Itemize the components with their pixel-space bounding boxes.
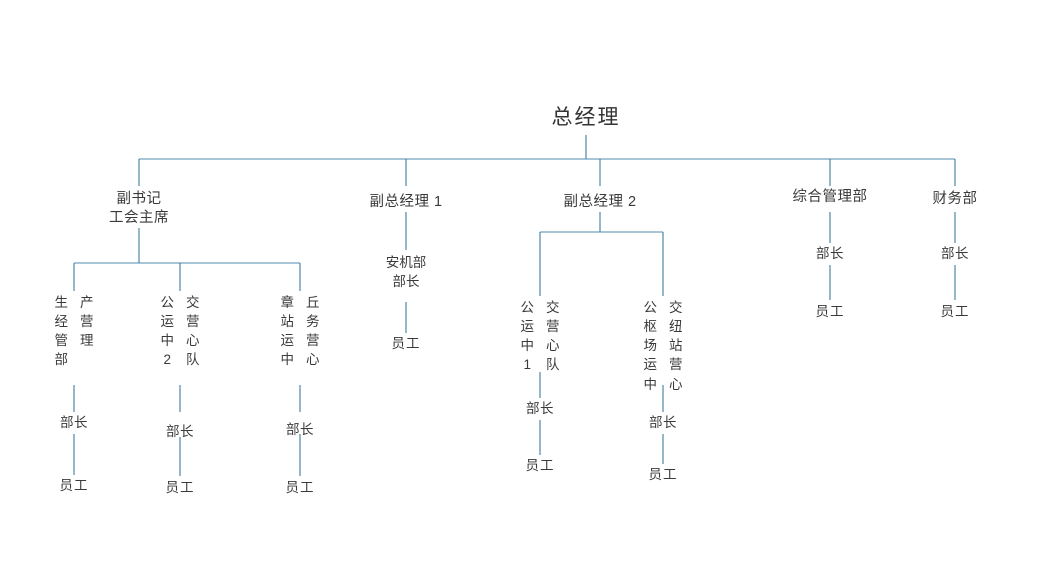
char: 理 [80,333,94,349]
node-production-staff[interactable]: 员工 [59,478,89,493]
char: 营 [186,314,200,330]
node-general-admin-staff[interactable]: 员工 [815,304,845,319]
node-deputy-gm-1[interactable]: 副总经理 1 [369,194,443,210]
node-hub-station-operation-center[interactable]: 公 枢 场 运 中 交 纽 站 营 心 [644,298,683,394]
char: 心 [306,352,320,368]
node-bus-op-center-2-director[interactable]: 部长 [166,424,194,439]
node-hub-station-staff[interactable]: 员工 [648,467,678,482]
char: 公 [520,300,535,315]
node-zhangqiu-station-center[interactable]: 章 站 运 中 丘 务 营 心 [281,293,320,370]
node-production-mgmt-dept[interactable]: 生 经 管 部 产 营 理 [55,293,94,370]
node-hub-station-director[interactable]: 部长 [649,415,677,430]
node-safety-dept-line2: 部长 [392,274,420,290]
char: 心 [669,376,683,392]
char: 中 [280,352,295,368]
zhangqiu-col1: 章 站 运 中 [281,293,295,370]
char: 交 [186,295,200,310]
bus-op-center-1-col1: 公 运 中 1 [521,298,535,375]
node-deputy-secretary-line2: 工会主席 [109,209,169,226]
node-safety-staff[interactable]: 员工 [391,336,421,351]
node-general-admin-director[interactable]: 部长 [816,246,844,261]
bus-op-center-2-col1: 公 运 中 2 [161,293,175,370]
char: 中 [160,333,175,349]
char: 公 [160,295,175,310]
node-bus-op-center-1-staff[interactable]: 员工 [525,458,555,473]
production-mgmt-col2: 产 营 理 [80,293,94,370]
char: 营 [306,333,320,349]
char: 枢 [643,319,658,335]
bus-op-center-2-col2: 交 营 心 队 [186,293,200,370]
node-production-director[interactable]: 部长 [60,415,88,430]
char: 站 [669,338,683,354]
char: 管 [54,333,69,349]
char: 场 [643,338,658,354]
char: 经 [54,314,69,330]
char: 运 [280,333,295,349]
char: 生 [54,295,69,310]
node-zhangqiu-staff[interactable]: 员工 [285,480,315,495]
char: 中 [520,338,535,354]
char: 部 [54,352,69,368]
char: 队 [546,357,560,373]
char: 公 [643,300,658,315]
char: 产 [80,295,94,310]
char: 运 [520,319,535,335]
node-deputy-gm-2[interactable]: 副总经理 2 [563,194,637,210]
char: 章 [280,295,295,310]
char: 交 [669,300,683,315]
char: 务 [306,314,320,330]
node-safety-dept-line1: 安机部 [385,255,427,270]
node-finance-director[interactable]: 部长 [941,246,969,261]
char: 运 [160,314,175,330]
char: 纽 [669,319,683,335]
node-bus-op-center-2-staff[interactable]: 员工 [165,480,195,495]
char: 营 [669,357,683,373]
node-finance-dept[interactable]: 财务部 [932,191,978,207]
node-general-manager[interactable]: 总经理 [551,106,621,129]
bus-op-center-1-col2: 交 营 心 队 [546,298,560,375]
node-finance-staff[interactable]: 员工 [940,304,970,319]
char: 1 [523,357,531,373]
node-bus-operation-center-1[interactable]: 公 运 中 1 交 营 心 队 [521,298,560,375]
node-deputy-secretary-line1: 副书记 [116,191,162,207]
char: 交 [546,300,560,315]
char: 心 [186,333,200,349]
char: 站 [280,314,295,330]
char: 2 [163,352,171,368]
node-bus-op-center-1-director[interactable]: 部长 [526,401,554,416]
char: 丘 [306,295,320,310]
char: 心 [546,338,560,354]
char: 营 [80,314,94,330]
node-zhangqiu-director[interactable]: 部长 [286,422,314,437]
node-deputy-secretary[interactable]: 副书记 工会主席 [109,190,169,228]
zhangqiu-col2: 丘 务 营 心 [306,293,320,370]
production-mgmt-col1: 生 经 管 部 [55,293,69,370]
char: 营 [546,319,560,335]
node-bus-operation-center-2[interactable]: 公 运 中 2 交 营 心 队 [161,293,200,370]
node-safety-dept[interactable]: 安机部 部长 [386,253,427,291]
char: 中 [643,376,658,392]
char: 队 [186,352,200,368]
node-general-admin-dept[interactable]: 综合管理部 [792,189,868,205]
hub-station-col1: 公 枢 场 运 中 [644,298,658,394]
hub-station-col2: 交 纽 站 营 心 [669,298,683,394]
char: 运 [643,357,658,373]
